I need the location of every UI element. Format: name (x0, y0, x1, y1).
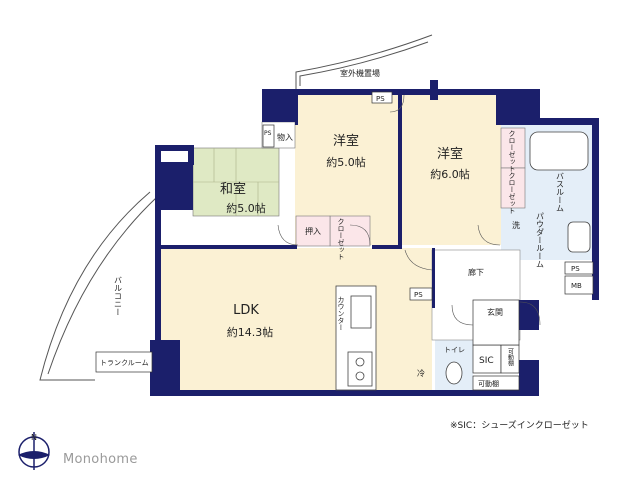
trunk-room-label: トランクルーム (100, 359, 149, 367)
closet-label-b: クローゼット (508, 130, 516, 172)
ldk-size: 約14.3帖 (227, 325, 274, 339)
kitchen-stove (347, 351, 373, 387)
oshiire-box (295, 215, 331, 247)
ps-small-box (262, 124, 275, 148)
washbasin (567, 221, 591, 253)
ldk-room (157, 248, 432, 390)
outdoor-unit-label: 室外機置場 (340, 68, 380, 78)
ps-small-label: PS (264, 130, 272, 137)
hallway-label: 廊下 (468, 267, 484, 277)
ldk-name: LDK (233, 303, 259, 318)
brand-watermark: Monohome (63, 452, 138, 467)
closet-yoshitsu-b (500, 167, 526, 209)
compass-icon: N (18, 432, 50, 470)
tatami-lines (193, 148, 279, 216)
mb-label: MB (571, 282, 582, 290)
shelf-label-2: 可動棚 (478, 379, 499, 388)
mb-box (564, 275, 594, 295)
closet-washitsu (329, 215, 371, 247)
entrance-label: 玄関 (487, 307, 503, 317)
outdoor-unit-area (295, 34, 433, 90)
ps-top-box (371, 91, 393, 104)
balcony-label: バルコニー (114, 276, 123, 316)
ps-top-label: PS (376, 95, 385, 103)
washitsu-size: 約5.0帖 (226, 201, 266, 215)
toilet-label: トイレ (444, 346, 465, 354)
ps-bath-box (564, 261, 594, 275)
kitchen-counter (335, 285, 377, 391)
monoire-label: 物入 (277, 132, 293, 142)
trunk-room-box (95, 351, 153, 373)
sic-box (472, 344, 502, 374)
ps-hall-label: PS (414, 291, 423, 299)
shelf-box-2 (472, 375, 520, 391)
oshiire-label: 押入 (305, 226, 321, 236)
entrance-box (472, 299, 520, 346)
yoshitsu-5-size: 約5.0帖 (326, 155, 366, 169)
powder-label: パウダールーム (536, 212, 545, 268)
washitsu-name: 和室 (220, 181, 246, 197)
closet-label-c: クローゼット (508, 172, 516, 214)
closet-label-a: クローゼット (337, 218, 345, 260)
balcony-outline (39, 191, 158, 381)
closet-yoshitsu-a (500, 127, 526, 169)
fridge-label: 冷 (417, 368, 425, 378)
compass-label: N (31, 433, 37, 442)
sic-label: SIC (479, 356, 494, 366)
yoshitsu-6-size: 約6.0帖 (430, 167, 470, 181)
kitchen-sink (350, 295, 372, 329)
toilet-bowl (445, 361, 463, 385)
wash-label: 洗 (512, 220, 520, 230)
door-swings (277, 94, 541, 326)
sic-footnote: ※SIC：シューズインクローゼット (450, 421, 589, 431)
bath-label: バスルーム (556, 172, 565, 212)
yoshitsu-5-name: 洋室 (333, 133, 359, 149)
counter-label: カウンター (337, 296, 345, 331)
yoshitsu-6-room (401, 95, 501, 245)
yoshitsu-6-name: 洋室 (437, 146, 463, 162)
shelf-label-1: 可動棚 (507, 348, 514, 367)
walls (150, 80, 599, 396)
bathtub (529, 131, 589, 171)
ps-hall-box (409, 287, 433, 301)
ps-bath-label: PS (571, 265, 580, 273)
